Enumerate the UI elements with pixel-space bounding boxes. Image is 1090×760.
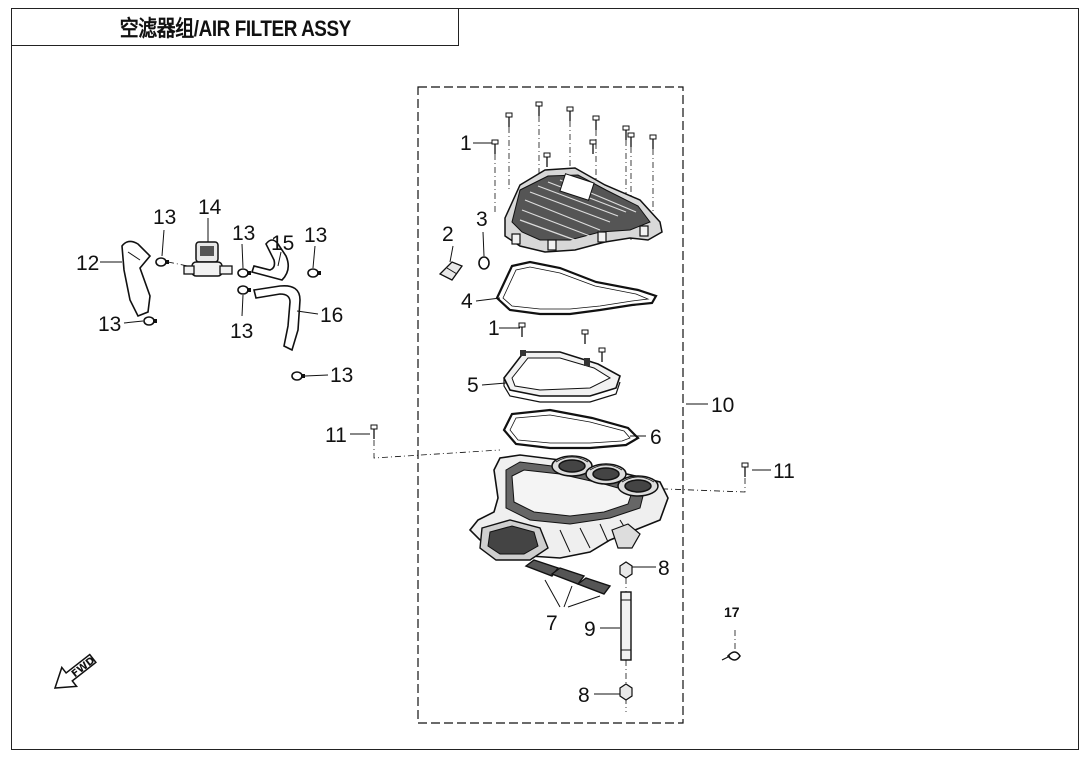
callout-17: 17 (724, 604, 740, 620)
air-box-housing (468, 454, 669, 561)
part-4-upper-gasket-inner (502, 266, 650, 310)
callout-6: 6 (650, 426, 662, 449)
part-4-upper-gasket (495, 260, 658, 316)
title-box: 空滤器组/AIR FILTER ASSY (11, 8, 459, 46)
part-7-intake-seals (524, 559, 612, 595)
part-6-lower-gasket-inner (509, 414, 631, 444)
callout-13c: 13 (304, 224, 327, 247)
callout-10: 10 (711, 394, 734, 417)
callout-1b: 1 (488, 317, 500, 340)
callout-4: 4 (461, 290, 473, 313)
callout-7: 7 (546, 612, 558, 635)
part-17-clip (721, 630, 741, 661)
callout-13e: 13 (98, 313, 121, 336)
part-8-clamp-lower (619, 683, 633, 701)
callout-3: 3 (476, 208, 488, 231)
leader-lines (100, 142, 771, 695)
callout-14: 14 (198, 196, 222, 219)
part-3-grommet (478, 256, 490, 270)
part-5-filter-element (503, 350, 621, 403)
callout-15: 15 (271, 232, 294, 255)
air-filter-top-cover (504, 167, 663, 253)
diagram-title: 空滤器组/AIR FILTER ASSY (119, 16, 351, 41)
part-6-lower-gasket (502, 408, 640, 450)
callout-labels: 1 2 3 4 1 5 6 10 11 11 8 7 9 8 17 12 13 … (76, 132, 795, 707)
part-14-valve (183, 241, 233, 277)
part-2-plug (438, 261, 464, 281)
forward-direction-arrow: FWD (53, 653, 97, 689)
callout-5: 5 (467, 374, 479, 397)
assembly-boundary (417, 86, 684, 724)
callout-8b: 8 (578, 684, 590, 707)
drawing-frame (11, 8, 1079, 750)
callout-16: 16 (320, 304, 343, 327)
callout-11b: 11 (773, 460, 795, 483)
callout-2: 2 (442, 223, 454, 246)
callout-8a: 8 (658, 557, 670, 580)
callout-13a: 13 (153, 206, 176, 229)
breather-hose-assembly (121, 239, 322, 381)
part-7-leader (544, 579, 601, 608)
callout-13f: 13 (330, 364, 353, 387)
callout-13b: 13 (232, 222, 255, 245)
part-8-clamp-upper (619, 561, 633, 579)
callout-12: 12 (76, 252, 99, 275)
callout-9: 9 (584, 618, 596, 641)
part-11-bolts (370, 424, 749, 493)
callout-13d: 13 (230, 320, 253, 343)
callout-11a: 11 (325, 424, 347, 447)
callout-1a: 1 (460, 132, 472, 155)
